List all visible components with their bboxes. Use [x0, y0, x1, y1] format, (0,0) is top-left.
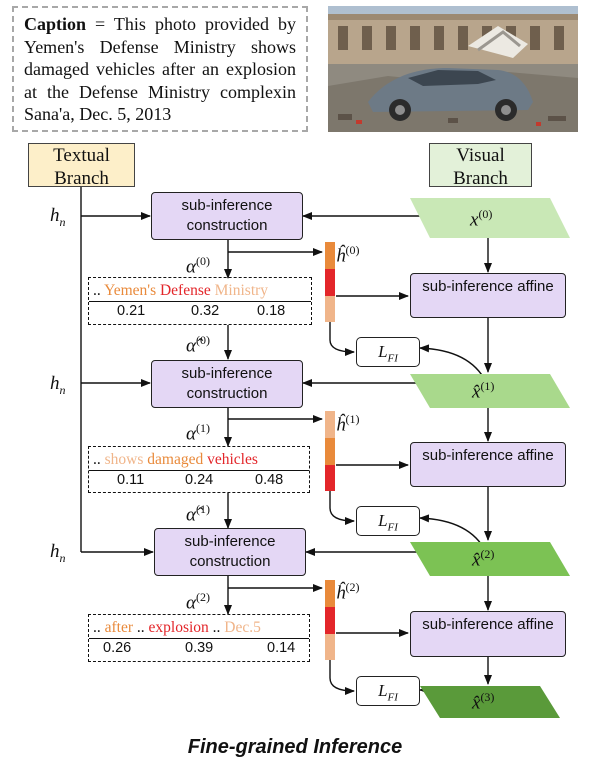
textual-branch-header: Textual Branch — [28, 143, 135, 189]
figure-title: Fine-grained Inference — [187, 736, 403, 758]
kw1-word-1: Yemen's — [104, 282, 157, 299]
h-hat-1-bar — [325, 411, 335, 491]
alpha-2-label: α(2) — [186, 590, 210, 614]
keyword-box-3: .. after .. explosion .. Dec.5 0.26 0.39… — [88, 614, 310, 662]
kw3-num-2: 0.14 — [267, 640, 296, 656]
h-hat-1-seg-3 — [325, 465, 335, 491]
h-hat-0-bar — [325, 242, 335, 322]
kw1-num-2: 0.18 — [257, 303, 286, 319]
hn-label-2: hn — [50, 373, 66, 397]
keyword-words-3: .. after .. explosion .. Dec.5 — [93, 619, 261, 637]
alpha-hat-1-label: α̂(1) — [186, 502, 210, 526]
alpha-hat-0-label: α̂(0) — [186, 333, 210, 357]
h-hat-2-bar — [325, 580, 335, 660]
visual-feature-0 — [410, 198, 570, 238]
kw3-word-1: after — [104, 619, 134, 636]
kw2-word-1: shows — [104, 451, 144, 468]
kw1-word-2: Defense — [159, 282, 211, 299]
kw1-num-1: 0.32 — [191, 303, 220, 319]
damaged-vehicle-photo — [328, 6, 578, 132]
h-hat-2-seg-3 — [325, 634, 335, 660]
keyword-separator-3 — [89, 638, 309, 639]
alpha-1-label: α(1) — [186, 421, 210, 445]
kw1-word-3: Ministry — [214, 282, 269, 299]
kw2-word-0: .. — [93, 451, 101, 468]
caption-label: Caption — [24, 14, 87, 34]
visual-branch-header: Visual Branch — [429, 143, 532, 189]
h-hat-2-seg-2 — [325, 607, 335, 634]
h-hat-2-label: ĥ(2) — [336, 580, 360, 604]
keyword-box-2: .. shows damaged vehicles 0.11 0.24 0.48 — [88, 446, 310, 493]
loss-fi-3: LFI — [356, 676, 420, 706]
h-hat-1-seg-1 — [325, 411, 335, 438]
h-hat-0-seg-2 — [325, 269, 335, 296]
visual-feature-1 — [410, 374, 570, 408]
kw2-num-2: 0.48 — [255, 472, 284, 488]
h-hat-1-seg-2 — [325, 438, 335, 465]
h-hat-1-label: ĥ(1) — [336, 412, 360, 436]
loss-fi-2: LFI — [356, 506, 420, 536]
visual-feature-2 — [410, 542, 570, 576]
h-hat-0-label: ĥ(0) — [336, 243, 360, 267]
h-hat-2-seg-1 — [325, 580, 335, 607]
news-photo — [328, 6, 578, 132]
h-hat-0-seg-3 — [325, 296, 335, 322]
keyword-words-1: .. Yemen's Defense Ministry — [93, 282, 268, 300]
keyword-separator-2 — [89, 470, 309, 471]
sub-inference-affine-1: sub-inference affine — [410, 273, 566, 318]
caption-box: Caption = This photo provided by Yemen's… — [12, 6, 308, 132]
kw2-word-2: damaged — [147, 451, 204, 468]
keyword-separator-1 — [89, 301, 311, 302]
kw1-num-0: 0.21 — [117, 303, 146, 319]
hn-label-3: hn — [50, 541, 66, 565]
x2-label: x̂(2) — [472, 547, 495, 571]
kw1-word-0: .. — [93, 282, 101, 299]
kw3-word-5: Dec.5 — [224, 619, 261, 636]
x0-label: x(0) — [470, 207, 493, 231]
h-hat-0-seg-1 — [325, 242, 335, 269]
keyword-words-2: .. shows damaged vehicles — [93, 451, 258, 469]
keyword-box-1: .. Yemen's Defense Ministry 0.21 0.32 0.… — [88, 277, 312, 325]
x1-label: x̂(1) — [472, 379, 495, 403]
loss-fi-1: LFI — [356, 337, 420, 367]
kw2-num-1: 0.24 — [185, 472, 214, 488]
alpha-0-label: α(0) — [186, 254, 210, 278]
sub-inference-construction-3: sub-inference construction — [154, 528, 306, 576]
sub-inference-affine-3: sub-inference affine — [410, 611, 566, 657]
kw3-word-3: explosion — [148, 619, 209, 636]
kw2-num-0: 0.11 — [117, 472, 145, 488]
kw3-num-1: 0.39 — [185, 640, 214, 656]
sub-inference-affine-2: sub-inference affine — [410, 442, 566, 487]
sub-inference-construction-1: sub-inference construction — [151, 192, 303, 240]
hn-label-1: hn — [50, 205, 66, 229]
kw3-word-0: .. — [93, 619, 101, 636]
x3-label: x̂(3) — [472, 690, 495, 714]
sub-inference-construction-2: sub-inference construction — [151, 360, 303, 408]
kw3-word-2: .. — [136, 619, 145, 636]
visual-feature-3 — [420, 686, 560, 718]
kw3-num-0: 0.26 — [103, 640, 132, 656]
caption-text: = This photo provided by Yemen's Defense… — [24, 14, 296, 124]
kw2-word-3: vehicles — [207, 451, 258, 468]
kw3-word-4: .. — [212, 619, 221, 636]
